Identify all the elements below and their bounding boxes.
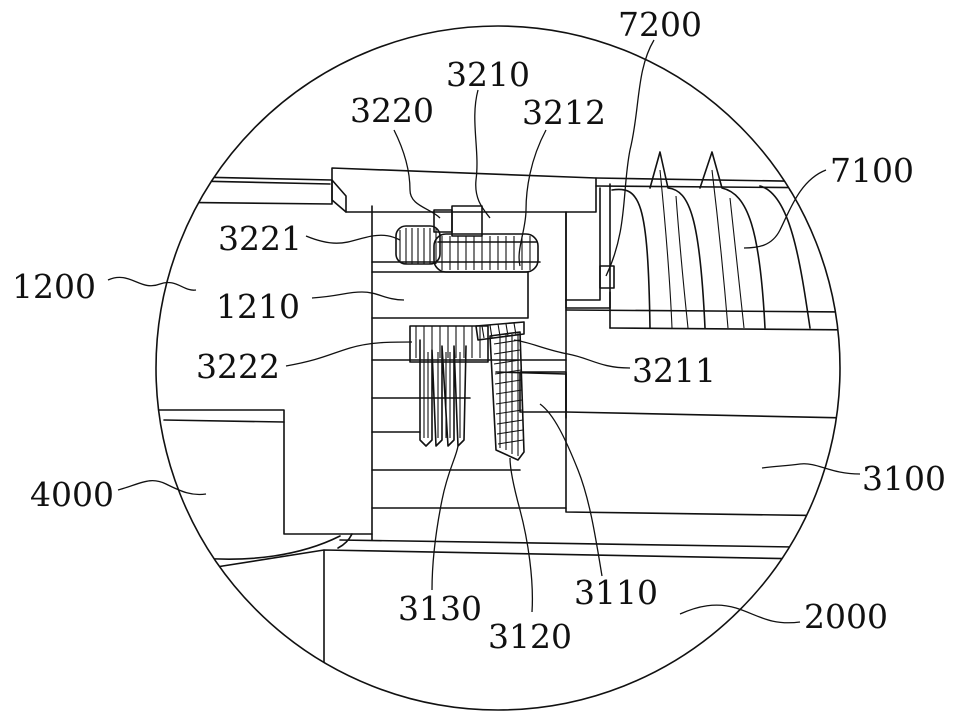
leader-4000 xyxy=(117,480,207,496)
housing-curve-2 xyxy=(337,533,353,549)
spiral-base xyxy=(609,327,840,331)
shaft-3210 xyxy=(451,205,483,237)
label-3120: 3120 xyxy=(488,617,572,656)
label-3211: 3211 xyxy=(632,351,716,390)
label-2000: 2000 xyxy=(804,597,888,636)
leader-3222 xyxy=(285,341,413,367)
shaft-collar xyxy=(433,209,453,233)
rail-edge xyxy=(156,179,331,185)
housing-curve xyxy=(199,535,341,560)
base-2000-top xyxy=(209,549,840,569)
leader-7200 xyxy=(605,39,655,277)
leader-1210 xyxy=(311,291,405,301)
leader-3220 xyxy=(393,129,441,219)
label-1210: 1210 xyxy=(216,287,300,326)
housing-4000-edge xyxy=(163,419,285,423)
leader-3210 xyxy=(474,89,491,219)
label-1200: 1200 xyxy=(12,267,96,306)
leader-3212 xyxy=(518,129,547,267)
leader-2000 xyxy=(679,604,801,624)
label-3130: 3130 xyxy=(398,589,482,628)
label-7100: 7100 xyxy=(830,151,914,190)
base-top-2 xyxy=(339,539,840,549)
label-3110: 3110 xyxy=(574,573,658,612)
leader-3130 xyxy=(431,445,459,591)
housing-3100 xyxy=(565,299,840,517)
label-3210: 3210 xyxy=(446,55,530,94)
leader-3100 xyxy=(761,463,861,475)
housing-mid-line xyxy=(565,411,840,419)
label-3221: 3221 xyxy=(218,219,302,258)
top-bar xyxy=(595,177,840,183)
gear-3212 xyxy=(433,233,539,273)
housing-top-line xyxy=(565,309,840,313)
shaft-housing xyxy=(565,187,601,301)
block-1210 xyxy=(371,271,529,319)
label-3212: 3212 xyxy=(522,93,606,132)
cover-edge xyxy=(331,179,347,213)
leader-3221 xyxy=(305,234,401,244)
block-3110 xyxy=(519,371,567,413)
leader-1200 xyxy=(107,276,197,291)
label-3220: 3220 xyxy=(350,91,434,130)
housing-top-rail xyxy=(156,175,333,205)
mechanism-drawing xyxy=(156,151,840,710)
leader-3110 xyxy=(539,403,603,577)
reference-labels: 7200 3210 3220 3212 7100 3221 1200 1210 … xyxy=(12,5,946,656)
gear-cover xyxy=(331,167,597,213)
leader-lines xyxy=(107,39,861,624)
housing-4000 xyxy=(156,409,373,535)
leader-3211 xyxy=(513,339,631,369)
detail-circle xyxy=(155,25,841,711)
label-7200: 7200 xyxy=(618,5,702,44)
leader-3120 xyxy=(509,457,534,613)
leader-7100 xyxy=(743,169,827,249)
shaft-7200 xyxy=(599,265,615,289)
gear-3221 xyxy=(395,225,441,265)
label-3222: 3222 xyxy=(196,347,280,386)
gear-3130 xyxy=(409,325,489,447)
bevel-gear-3120 xyxy=(475,321,525,461)
label-3100: 3100 xyxy=(862,459,946,498)
label-4000: 4000 xyxy=(30,475,114,514)
